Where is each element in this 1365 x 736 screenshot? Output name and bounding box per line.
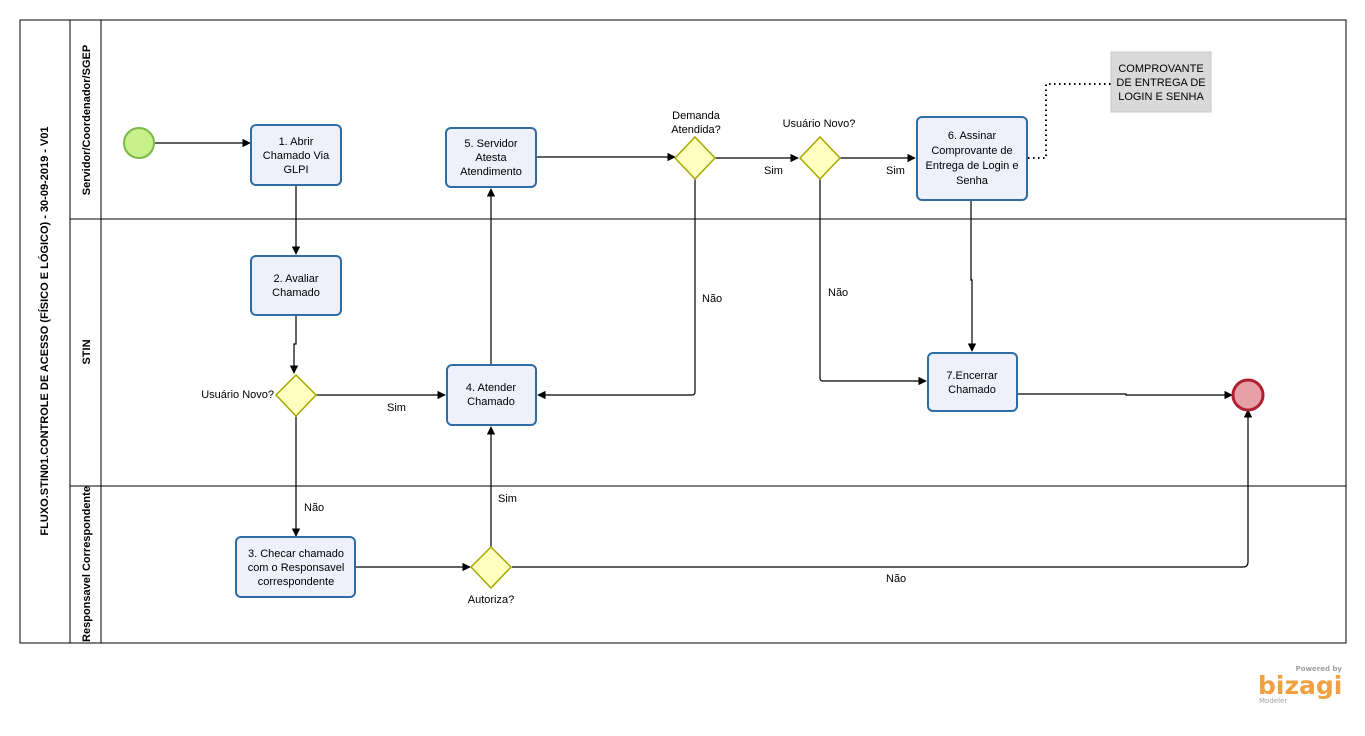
- artifact-comprovante[interactable]: COMPROVANTE DE ENTREGA DE LOGIN E SENHA: [1110, 51, 1212, 113]
- task-3-checar-chamado[interactable]: 3. Checar chamado com o Responsavel corr…: [235, 536, 356, 598]
- task-3-line-2: com o Responsavel: [248, 562, 345, 574]
- task-6-line-1: 6. Assinar: [948, 130, 997, 142]
- task-2-line-1: 2. Avaliar: [273, 273, 318, 285]
- task-3-line-3: correspondente: [258, 576, 334, 588]
- flow-gw-autoriza-to-end: [512, 409, 1253, 568]
- task-1-line-3: GLPI: [283, 164, 308, 176]
- bizagi-logo: Powered by bizagi Modeler: [1258, 665, 1342, 705]
- task-5-line-3: Atendimento: [460, 166, 522, 178]
- flow-gw-usuario-to-t7: [819, 178, 927, 386]
- task-1-line-1: 1. Abrir: [279, 136, 314, 148]
- lane-title-stin: STIN: [81, 339, 93, 364]
- task-5-line-1: 5. Servidor: [464, 138, 518, 150]
- brand-powered: Powered by: [1296, 665, 1343, 673]
- task-2-line-2: Chamado: [272, 287, 320, 299]
- gateway-autoriza-label: Autoriza?: [468, 594, 514, 606]
- gateway-usuario-novo-stin[interactable]: [274, 373, 318, 418]
- flow-label-nao-usuario-top: Não: [828, 287, 848, 299]
- flow-gw-demanda-to-t4: [537, 178, 696, 400]
- task-1-abrir-chamado[interactable]: 1. Abrir Chamado Via GLPI: [250, 124, 342, 186]
- task-6-assinar-comprovante[interactable]: 6. Assinar Comprovante de Entrega de Log…: [916, 116, 1028, 201]
- gateway-demanda-label-1: Demanda: [672, 110, 721, 122]
- flow-label-nao-autoriza: Não: [886, 573, 906, 585]
- brand-name: bizagi: [1258, 671, 1342, 700]
- lane-title-servidor: Servidor/Coordenador/SGEP: [81, 45, 93, 195]
- artifact-line-3: LOGIN E SENHA: [1118, 91, 1204, 103]
- pool-border: [19, 19, 1347, 644]
- gateway-autoriza[interactable]: [469, 545, 513, 590]
- flow-label-sim-usuario-top: Sim: [886, 165, 905, 177]
- association-t6-to-artifact: [1028, 83, 1111, 159]
- pool-title: FLUXO.STIN01.CONTROLE DE ACESSO (FÍSICO …: [38, 126, 51, 535]
- flow-label-nao-demanda: Não: [702, 293, 722, 305]
- gateway-demanda-atendida[interactable]: [673, 135, 717, 181]
- flow-t7-to-end: [1017, 390, 1233, 400]
- gateway-usuario-stin-label: Usuário Novo?: [201, 389, 274, 401]
- gateway-demanda-label-2: Atendida?: [671, 124, 721, 136]
- task-1-line-2: Chamado Via: [263, 150, 330, 162]
- task-6-line-2: Comprovante de: [931, 145, 1012, 157]
- flow-t6-to-t7: [967, 201, 977, 352]
- task-4-atender-chamado[interactable]: 4. Atender Chamado: [446, 364, 537, 426]
- task-2-avaliar-chamado[interactable]: 2. Avaliar Chamado: [250, 255, 342, 316]
- task-5-servidor-atesta[interactable]: 5. Servidor Atesta Atendimento: [445, 127, 537, 188]
- task-4-line-2: Chamado: [467, 396, 515, 408]
- brand-sub: Modeler: [1259, 697, 1287, 705]
- task-6-line-3: Entrega de Login e: [926, 160, 1019, 172]
- lane-title-responsavel: Responsavel Correspondente: [81, 486, 93, 642]
- artifact-line-2: DE ENTREGA DE: [1116, 77, 1205, 89]
- flow-label-nao-usuario-stin: Não: [304, 502, 324, 514]
- flow-label-sim-autoriza: Sim: [498, 493, 517, 505]
- task-5-line-2: Atesta: [475, 152, 507, 164]
- task-7-line-1: 7.Encerrar: [946, 370, 998, 382]
- flow-label-sim-usuario-stin: Sim: [387, 402, 406, 414]
- end-event[interactable]: [1231, 378, 1265, 412]
- start-event[interactable]: [123, 127, 155, 159]
- artifact-line-1: COMPROVANTE: [1118, 63, 1203, 75]
- task-6-line-4: Senha: [956, 175, 989, 187]
- flow-t2-to-gw-stin: [289, 316, 299, 374]
- task-7-encerrar-chamado[interactable]: 7.Encerrar Chamado: [927, 352, 1018, 412]
- flow-label-sim-demanda: Sim: [764, 165, 783, 177]
- task-4-line-1: 4. Atender: [466, 382, 516, 394]
- task-7-line-2: Chamado: [948, 384, 996, 396]
- gateway-usuario-novo-top[interactable]: [798, 135, 842, 181]
- gateway-usuario-top-label: Usuário Novo?: [783, 118, 856, 130]
- task-3-line-1: 3. Checar chamado: [248, 548, 344, 560]
